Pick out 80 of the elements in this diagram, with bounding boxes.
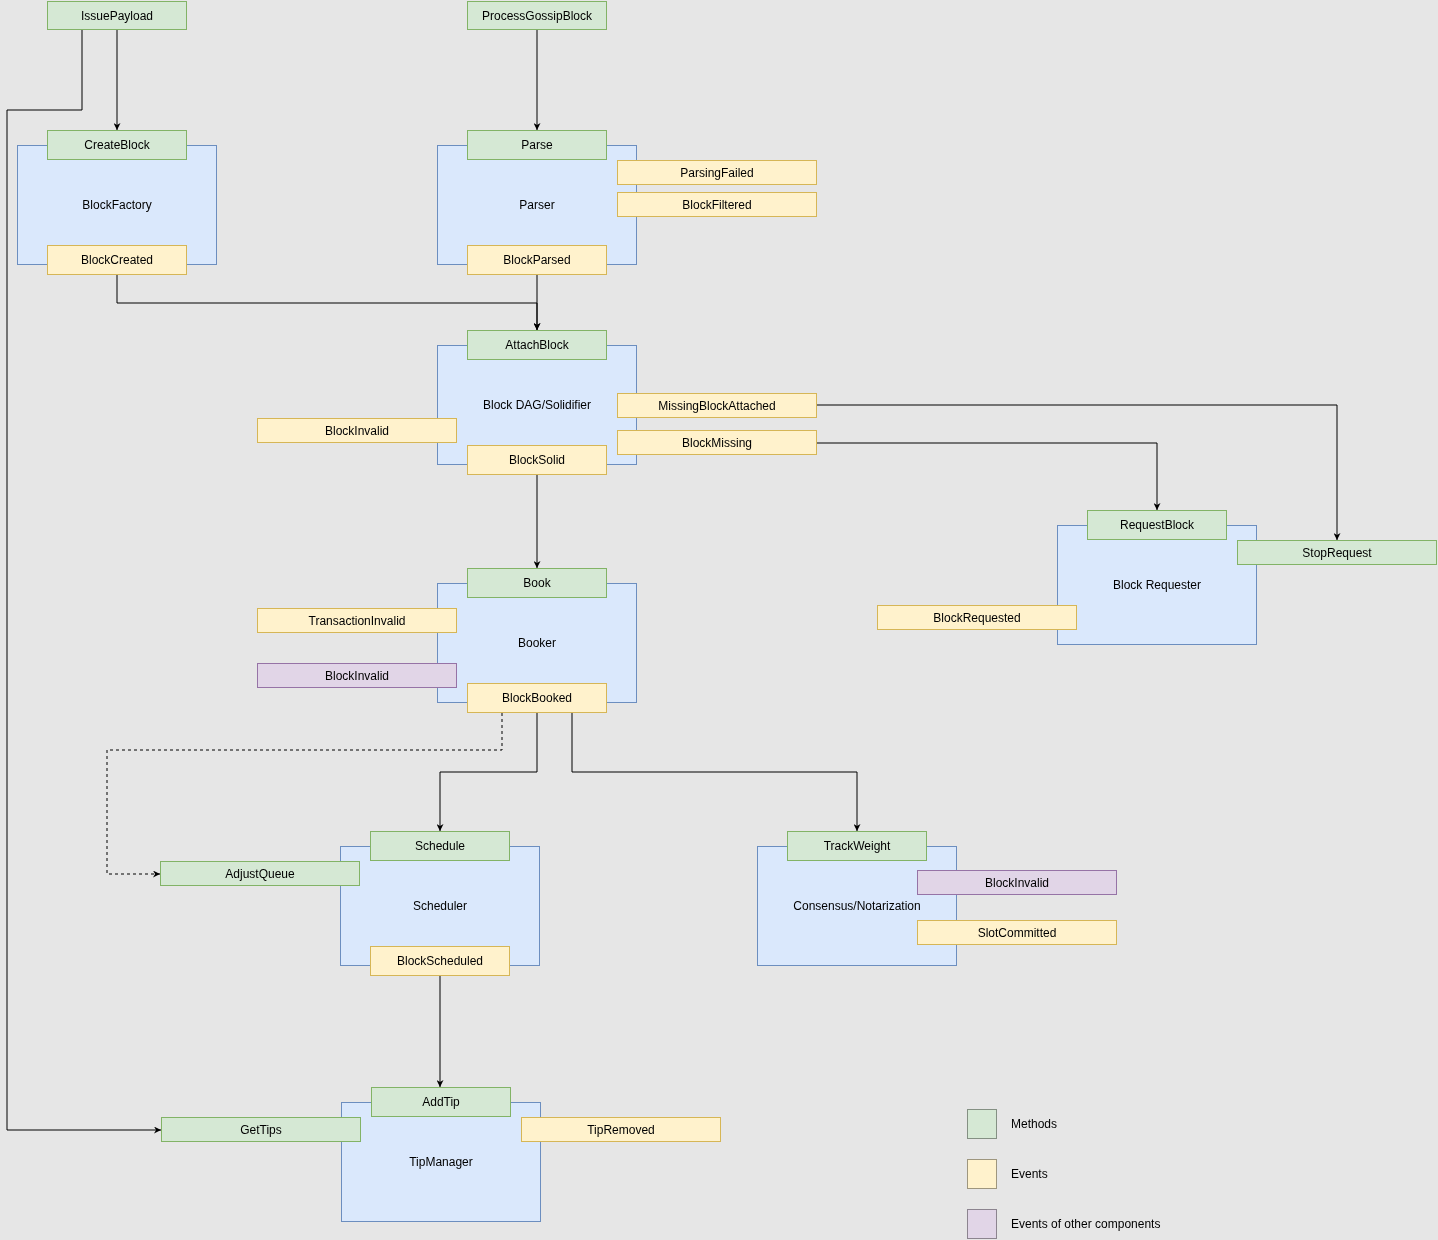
method-box [161,1117,361,1142]
arrow [533,29,541,131]
node-label: Consensus/Notarization [793,899,921,913]
method-box [371,1087,511,1117]
node-label: Parser [519,198,555,212]
node-label: BlockParsed [503,253,571,267]
method-box [1087,510,1227,540]
arrow [113,29,121,131]
node-label: BlockInvalid [325,423,389,438]
event-box [467,245,607,275]
legend-label: Events of other components [1011,1217,1161,1231]
node-label: Schedule [414,839,465,853]
event-box [617,393,817,418]
node-label: CreateBlock [84,138,150,152]
arrow [106,712,503,878]
node-label: BlockInvalid [985,875,1049,890]
arrow [6,29,162,1134]
arrow [571,712,861,832]
legend-label: Events [1011,1167,1048,1181]
node-label: RequestBlock [1119,518,1194,532]
arrow [816,442,1161,511]
event-box [617,160,817,185]
arrow [533,474,541,569]
node-label: MissingBlockAttached [658,398,776,413]
event-box [257,608,457,633]
node-label: TipRemoved [587,1122,655,1137]
node-label: BlockBooked [501,691,572,705]
node-label: BlockCreated [80,253,153,267]
node-label: IssuePayload [80,8,153,23]
method-box [787,831,927,861]
arrow [816,404,1341,541]
event-box [467,683,607,713]
node-label: GetTips [240,1122,282,1137]
node-label: AttachBlock [505,338,569,352]
node-label: BlockSolid [509,453,565,467]
node-label: BlockFactory [82,198,152,212]
node-label: SlotCommitted [977,925,1057,940]
node-label: TipManager [409,1155,473,1169]
event-box [617,192,817,217]
node-label: AdjustQueue [225,866,295,881]
node-label: TrackWeight [823,839,891,853]
external-event-box [917,870,1117,895]
arrow [533,274,541,331]
node-label: Block DAG/Solidifier [482,398,591,412]
event-box [877,605,1077,630]
event-box [521,1117,721,1142]
method-box [160,861,360,886]
node-label: ParsingFailed [680,165,754,180]
event-box [467,445,607,475]
node-label: StopRequest [1302,545,1372,560]
method-box [47,1,187,30]
node-label: Block Requester [1112,578,1201,592]
node-label: BlockMissing [682,435,752,450]
method-box [1237,540,1437,565]
node-label: TransactionInvalid [308,613,406,628]
event-box [617,430,817,455]
method-box [47,130,187,160]
node-label: Parse [521,138,553,152]
method-box [370,831,510,861]
node-label: BlockScheduled [396,954,484,968]
node-label: AddTip [422,1095,460,1109]
legend-label: Methods [1011,1117,1058,1131]
node-label: Scheduler [412,899,467,913]
method-box [467,1,607,30]
arrow [436,712,538,832]
event-box [257,418,457,443]
method-box [467,330,607,360]
external-event-box [257,663,457,688]
node-label: Book [523,576,551,590]
arrow [436,975,444,1088]
node-label: BlockRequested [933,610,1021,625]
node-label: BlockInvalid [325,668,389,683]
method-box [467,568,607,598]
node-label: BlockFiltered [682,197,752,212]
node-label: ProcessGossipBlock [481,8,592,23]
event-box [47,245,187,275]
event-box [917,920,1117,945]
node-label: Booker [518,636,556,650]
method-box [467,130,607,160]
event-box [370,946,510,976]
